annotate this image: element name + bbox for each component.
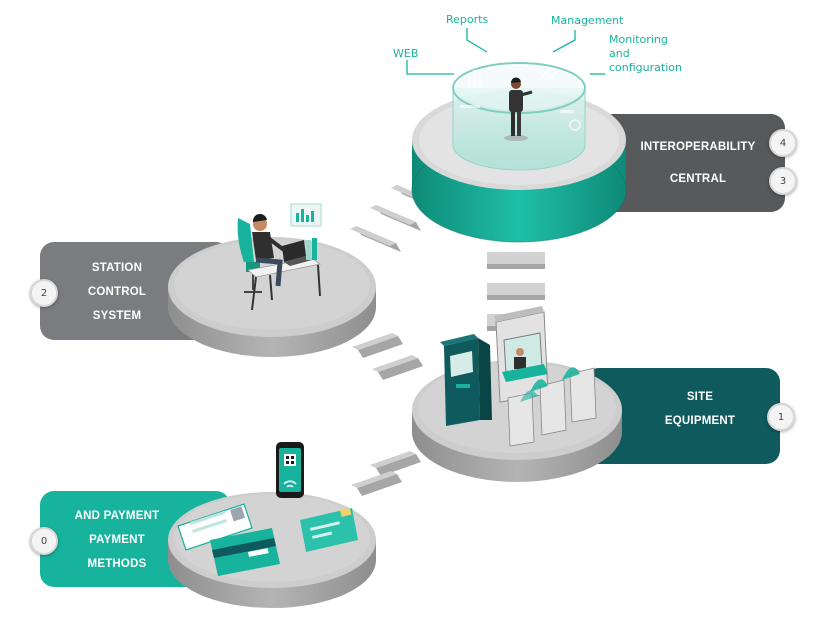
callout-leaders [406,28,605,75]
station-label-line2: CONTROL [87,286,147,298]
smartphone-qr-icon [276,442,304,498]
callout-monitoring: Monitoring [609,33,668,46]
central-platform [411,62,627,243]
callout-and: and [609,47,630,60]
payment-label-line2: PAYMENT [89,534,145,546]
turnstile-gate-icon [507,367,597,447]
site-label-line2: EQUIPMENT [664,415,736,427]
site-label-line1: SITE [686,391,714,403]
callout-reports: Reports [446,13,489,26]
connector-block [487,283,545,300]
ticket-vending-machine-icon [440,334,492,426]
connector-block [351,471,402,496]
central-badge-3: 3 [769,167,797,195]
station-label-line3: SYSTEM [92,310,142,322]
payment-badge-0: 0 [30,527,58,555]
central-badge-4: 4 [769,129,797,157]
station-platform [168,237,376,357]
payment-label-line1: AND PAYMENT [74,510,160,522]
payment-card-icon [300,507,358,552]
callout-configuration: configuration [609,61,682,74]
callout-web: WEB [393,47,419,60]
id-card-icon [177,503,253,551]
callout-management: Management [551,14,624,27]
payment-label-line3: METHODS [87,558,147,570]
connector-block [352,333,403,358]
person-at-desk-icon [237,203,322,311]
payment-card-icon [210,528,280,576]
station-label-line1: STATION [91,262,143,274]
connector-block [370,205,421,231]
connector-block [487,252,545,269]
central-label-line1: INTEROPERABILITY [640,141,756,153]
operator-hologram-icon [504,77,533,141]
connector-block [372,355,423,380]
connector-block [350,226,401,252]
station-badge-2: 2 [30,279,58,307]
site-badge-1: 1 [767,403,795,431]
ticket-booth-icon [494,306,549,403]
central-label-line2: CENTRAL [669,173,727,185]
connector-block [370,451,421,476]
